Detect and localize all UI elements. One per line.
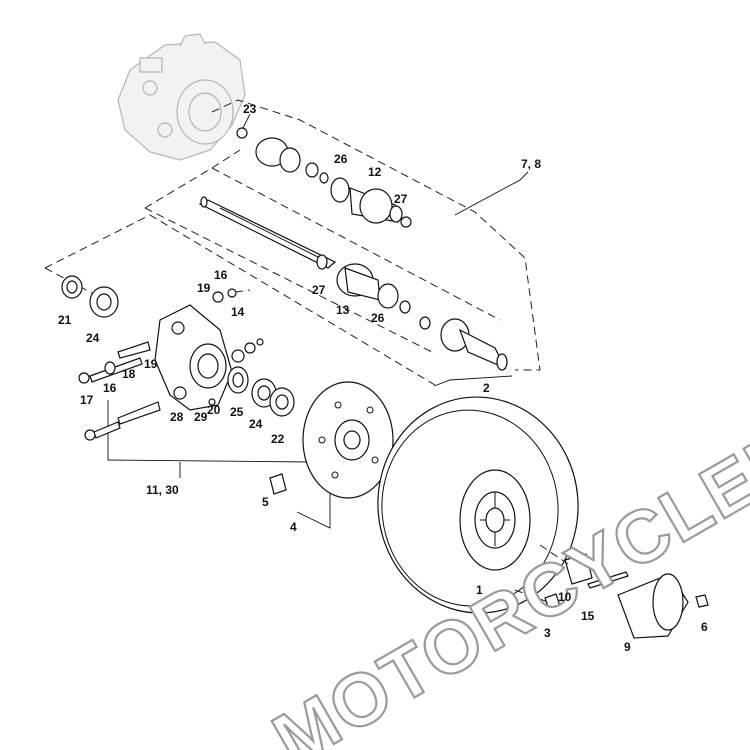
callout-17: 17 (80, 393, 94, 407)
callout-24-left: 24 (86, 331, 100, 345)
callout-20: 20 (207, 403, 221, 417)
callout-4: 4 (290, 520, 297, 534)
assembly-outline-driveshaft (144, 99, 541, 371)
callout-29: 29 (194, 410, 208, 424)
callout-22: 22 (271, 432, 285, 446)
callout-23: 23 (243, 102, 257, 116)
callout-24-right: 24 (249, 417, 263, 431)
callout-14: 14 (231, 305, 245, 319)
transaxle-housing-ghost (117, 33, 246, 161)
callout-7-8: 7, 8 (521, 157, 541, 171)
callout-1: 1 (476, 583, 483, 597)
callout-3: 3 (544, 626, 551, 640)
callout-18: 18 (122, 367, 136, 381)
callout-10: 10 (558, 590, 572, 604)
callout-21: 21 (58, 313, 72, 327)
callout-11-30: 11, 30 (146, 483, 179, 497)
axle-shaft (198, 196, 337, 269)
knuckle-parts (61, 275, 295, 441)
wheel-and-tire (377, 396, 579, 614)
callout-28: 28 (170, 410, 184, 424)
callout-19-bottom: 19 (144, 357, 158, 371)
callout-labels: 1 2 3 4 5 6 7, 8 9 10 11, 30 12 13 14 15… (58, 102, 708, 654)
outer-cv-joint (316, 254, 508, 371)
callout-6: 6 (701, 620, 708, 634)
callout-25: 25 (230, 405, 244, 419)
callout-2: 2 (483, 381, 490, 395)
callout-5: 5 (262, 495, 269, 509)
callout-16-top: 16 (214, 268, 228, 282)
callout-13: 13 (336, 303, 350, 317)
callout-19-top: 19 (197, 281, 211, 295)
hub-and-disc (269, 381, 394, 499)
callout-9: 9 (624, 640, 631, 654)
callout-15: 15 (581, 609, 595, 623)
callout-27-top: 27 (394, 192, 408, 206)
callout-26-bottom: 26 (371, 311, 385, 325)
callout-26-top: 26 (334, 152, 348, 166)
callout-27-bottom: 27 (312, 283, 326, 297)
callout-16-bottom: 16 (103, 381, 117, 395)
fasteners-and-cap (514, 544, 709, 639)
callout-12: 12 (368, 165, 382, 179)
inner-cv-joint (236, 113, 412, 228)
